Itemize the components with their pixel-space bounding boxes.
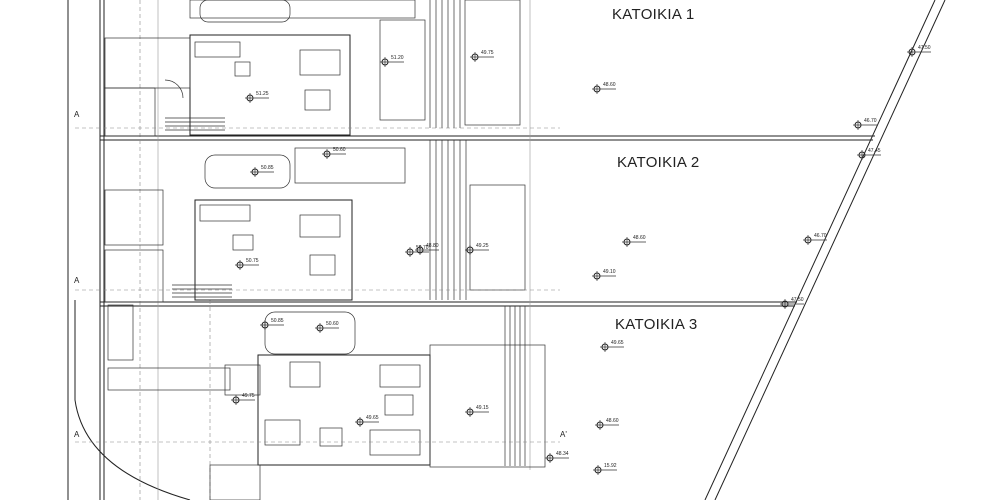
elevation-label: 48.60 (603, 82, 616, 88)
elevation-leader (260, 320, 284, 330)
elevation-leader (315, 323, 339, 333)
elevation-label: 48.34 (556, 451, 569, 457)
section-mark-a: A (74, 110, 80, 119)
house-label-1: KATOIKIA 1 (612, 6, 695, 23)
diagonal-boundary-inner (714, 0, 946, 500)
elevation-label: 47.50 (918, 45, 931, 51)
elevation-label: 15.92 (604, 463, 617, 469)
elevation-leader (803, 235, 827, 245)
elevation-label: 46.70 (814, 233, 827, 239)
elevation-leader (857, 150, 881, 160)
elevation-leader (595, 420, 619, 430)
elevation-leader (622, 237, 646, 247)
house-3-plan (107, 304, 546, 500)
house-label-3: KATOIKIA 3 (615, 316, 698, 333)
elevation-leader (231, 395, 255, 405)
elevation-leader (405, 247, 429, 257)
elevation-label: 51.20 (391, 55, 404, 61)
elevation-leader (380, 57, 404, 67)
elevation-label: 47.50 (791, 297, 804, 303)
elevation-label: 51.25 (256, 91, 269, 97)
house-label-2: KATOIKIA 2 (617, 154, 700, 171)
elevation-label: 49.25 (476, 243, 489, 249)
elevation-label: 48.80 (426, 243, 439, 249)
elevation-label: 50.85 (261, 165, 274, 171)
elevation-label: 48.60 (633, 235, 646, 241)
elevation-leader (465, 407, 489, 417)
elevation-leader (235, 260, 259, 270)
elevation-leader (907, 47, 931, 57)
elevation-label: 49.65 (366, 415, 379, 421)
elevation-label: 49.15 (476, 405, 489, 411)
section-mark-a: A (74, 430, 80, 439)
elevation-label: 49.75 (242, 393, 255, 399)
elevation-label: 49.65 (611, 340, 624, 346)
elevation-label: 47.45 (868, 148, 881, 154)
elevation-label: 50.70 (416, 245, 429, 251)
elevation-label: 49.75 (481, 50, 494, 56)
house-2-plan (104, 140, 526, 303)
elevation-leader (322, 149, 346, 159)
elevation-leader (780, 299, 804, 309)
curved-road-edge (74, 300, 191, 500)
elevation-label: 48.60 (606, 418, 619, 424)
elevation-label: 49.10 (603, 269, 616, 275)
section-mark-a-prime: A' (560, 430, 567, 439)
elevation-leader (592, 271, 616, 281)
elevation-leader (465, 245, 489, 255)
elevation-label: 50.75 (246, 258, 259, 264)
elevation-label: 50.85 (271, 318, 284, 324)
diagonal-boundary (704, 0, 936, 500)
elevation-leader (853, 120, 877, 130)
elevation-leader (250, 167, 274, 177)
elevation-label: 50.60 (326, 321, 339, 327)
elevation-leader (415, 245, 439, 255)
elevation-leader (355, 417, 379, 427)
elevation-label: 50.60 (333, 147, 346, 153)
elevation-leader (593, 465, 617, 475)
elevation-leader (600, 342, 624, 352)
elevation-leader (592, 84, 616, 94)
elevation-label: 46.70 (864, 118, 877, 124)
elevation-leader (470, 52, 494, 62)
elevation-leader (545, 453, 569, 463)
elevation-leader (245, 93, 269, 103)
house-1-plan (104, 0, 521, 137)
section-mark-a: A (74, 276, 80, 285)
